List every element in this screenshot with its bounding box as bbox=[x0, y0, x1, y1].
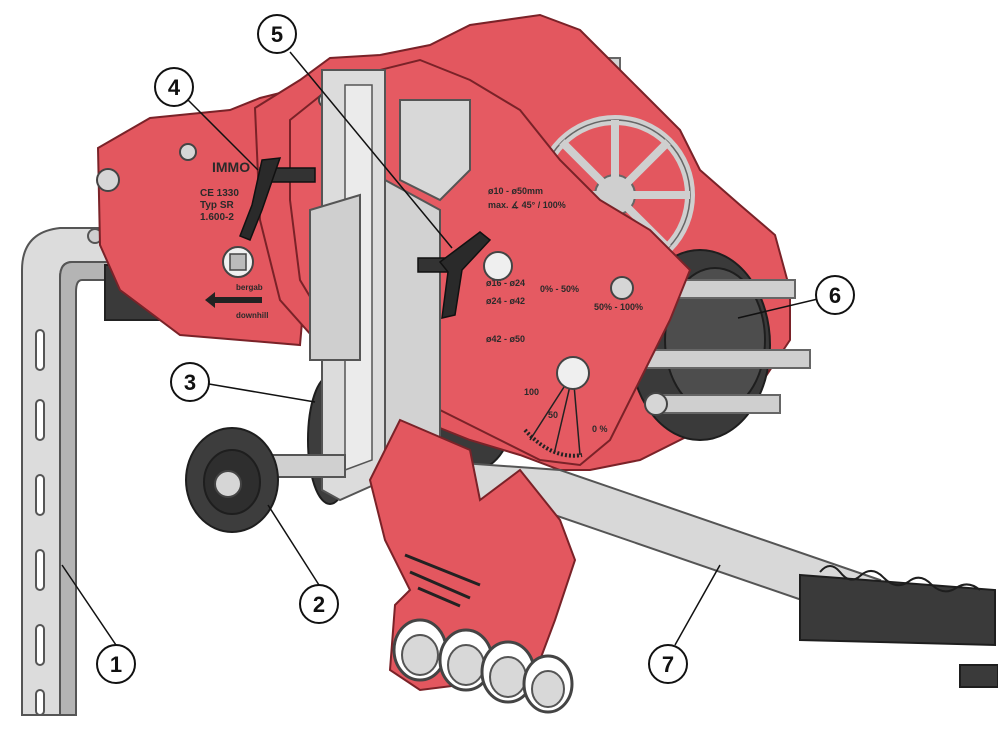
plate-brand: IMMO bbox=[212, 159, 250, 175]
bolt bbox=[96, 168, 120, 192]
callout-1-number: 1 bbox=[110, 652, 122, 677]
callout-4-number: 4 bbox=[168, 75, 181, 100]
callout-2: 2 bbox=[299, 584, 339, 624]
callout-1: 1 bbox=[96, 644, 136, 684]
scale-100: 100 bbox=[524, 387, 539, 397]
callout-6: 6 bbox=[815, 275, 855, 315]
bolt bbox=[483, 251, 513, 281]
plate-range-2: ø24 - ø42 bbox=[486, 296, 525, 306]
callout-5-number: 5 bbox=[271, 22, 283, 47]
plate-slope-1: 0% - 50% bbox=[540, 284, 579, 294]
scale-50: 50 bbox=[548, 410, 558, 420]
leader-lines bbox=[61, 51, 823, 646]
plate-range-1: ø16 - ø24 bbox=[486, 278, 525, 288]
plate-ce: CE 1330 bbox=[200, 188, 239, 199]
bracket-logo bbox=[404, 553, 481, 608]
plate-angle: max. ∡ 45° / 100% bbox=[488, 200, 566, 210]
callout-4: 4 bbox=[154, 67, 194, 107]
plate-diameter-range: ø10 - ø50mm bbox=[488, 186, 543, 196]
clamp-screw bbox=[417, 231, 492, 319]
bracket-holes bbox=[392, 618, 574, 714]
bolt bbox=[179, 143, 197, 161]
bolt bbox=[644, 392, 668, 416]
callout-7-number: 7 bbox=[662, 652, 674, 677]
callout-3: 3 bbox=[170, 362, 210, 402]
pivot-bolt bbox=[556, 356, 590, 390]
plate-load: 1.600-2 bbox=[200, 212, 234, 223]
callout-3-number: 3 bbox=[184, 370, 196, 395]
plate-downhill-de: bergab bbox=[236, 283, 263, 292]
locking-lever bbox=[239, 157, 316, 241]
plate-type: Typ SR bbox=[200, 200, 234, 211]
callout-7: 7 bbox=[648, 644, 688, 684]
scale-0: 0 % bbox=[592, 424, 608, 434]
plate-range-3: ø42 - ø50 bbox=[486, 334, 525, 344]
side-bracket bbox=[21, 227, 151, 716]
bolt bbox=[610, 276, 634, 300]
callout-5: 5 bbox=[257, 14, 297, 54]
callout-6-number: 6 bbox=[829, 283, 841, 308]
plate-downhill-en: downhill bbox=[236, 311, 268, 320]
callout-2-number: 2 bbox=[313, 592, 325, 617]
guide-roller bbox=[185, 427, 346, 533]
plate-slope-2: 50% - 100% bbox=[594, 302, 643, 312]
downhill-arrow-icon bbox=[205, 292, 262, 308]
